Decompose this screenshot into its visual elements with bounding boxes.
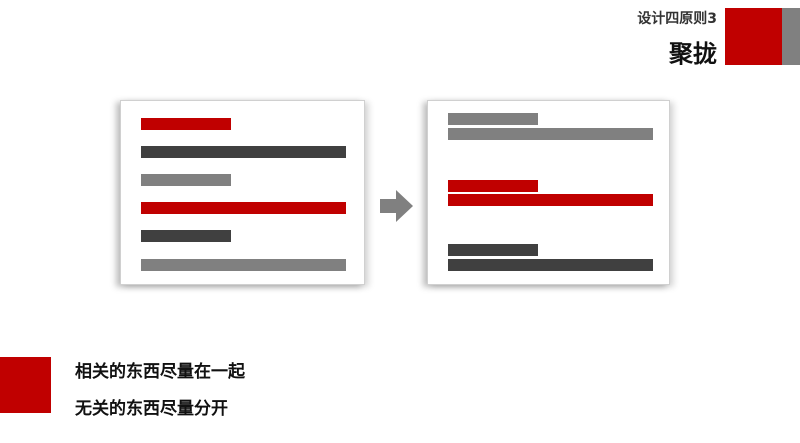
bar-grey-long bbox=[448, 128, 653, 140]
right-arrow-icon bbox=[380, 190, 414, 226]
bar-red-long bbox=[448, 194, 653, 206]
bar-dark-long bbox=[448, 259, 653, 271]
header-grey-block bbox=[782, 8, 800, 65]
slide-title: 聚拢 bbox=[669, 40, 717, 68]
bar-red-long bbox=[141, 202, 346, 214]
bar-grey-short bbox=[448, 113, 538, 125]
slide-subtitle: 设计四原则3 bbox=[637, 11, 717, 27]
bar-red-short bbox=[141, 118, 231, 130]
bar-grey-long bbox=[141, 259, 346, 271]
note-related: 相关的东西尽量在一起 bbox=[75, 362, 245, 382]
bar-grey-short bbox=[141, 174, 231, 186]
bar-dark-short bbox=[448, 244, 538, 256]
bar-red-short bbox=[448, 180, 538, 192]
bar-dark-long bbox=[141, 146, 346, 158]
bar-dark-short bbox=[141, 230, 231, 242]
bullet-red-block bbox=[0, 357, 51, 413]
before-card bbox=[120, 100, 365, 285]
header-red-block bbox=[725, 8, 782, 65]
after-card bbox=[427, 100, 670, 285]
note-unrelated: 无关的东西尽量分开 bbox=[75, 399, 228, 419]
